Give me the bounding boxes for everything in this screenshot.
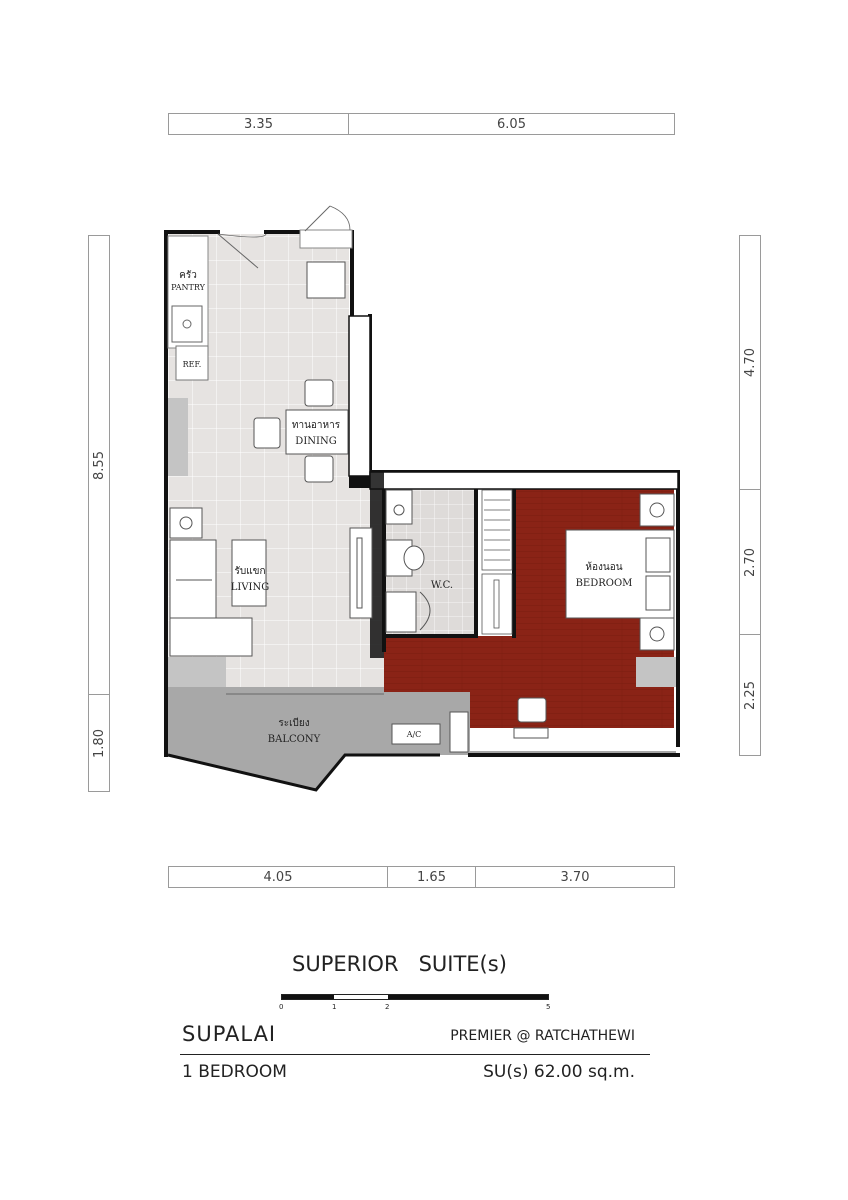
- tv-screen: [356, 537, 363, 609]
- bottom-dimension-bar: 4.05 1.65 3.70: [168, 866, 675, 888]
- column: [636, 657, 676, 687]
- wc-label: W.C.: [431, 580, 453, 591]
- right-dimension-2: 2.70: [740, 490, 760, 635]
- unit-type-title: SUPERIOR SUITE(s): [292, 952, 507, 976]
- bed: [565, 493, 675, 651]
- bedroom-label-en: BEDROOM: [576, 578, 633, 589]
- scale-label-2: 2: [385, 1003, 390, 1011]
- dining-label-en: DINING: [295, 436, 336, 447]
- ac-label: A/C: [406, 730, 422, 739]
- wardrobe: [481, 489, 513, 635]
- dining-set: [253, 261, 349, 483]
- wall-segment: [370, 472, 384, 658]
- scale-bar: [281, 994, 549, 1000]
- left-dimension-1: 8.55: [89, 236, 109, 695]
- balcony-label-th: ระเบียง: [278, 717, 309, 729]
- refrigerator: [175, 345, 209, 381]
- right-dimension-1: 4.70: [740, 236, 760, 490]
- brand-name: SUPALAI: [182, 1022, 277, 1046]
- living-set: [169, 507, 267, 657]
- project-name: PREMIER @ RATCHATHEWI: [450, 1028, 635, 1044]
- title-divider: [180, 1054, 650, 1055]
- service-shaft: [449, 711, 469, 753]
- wall-segment: [348, 315, 371, 477]
- wall-segment: [369, 471, 679, 490]
- living-label-th: รับแขก: [234, 566, 265, 577]
- bottom-dimension-2: 1.65: [388, 867, 476, 887]
- living-label-en: LIVING: [231, 582, 270, 593]
- pantry-counter: [167, 235, 209, 349]
- top-dimension-1: 3.35: [169, 114, 349, 134]
- ac-unit: [391, 723, 441, 745]
- top-dimension-bar: 3.35 6.05: [168, 113, 675, 135]
- balcony-edge: [167, 753, 440, 792]
- balcony-label-en: BALCONY: [268, 734, 321, 745]
- dining-label-th: ทานอาหาร: [292, 420, 341, 431]
- bedroom-label-th: ห้องนอน: [585, 561, 622, 573]
- unit-area: SU(s) 62.00 sq.m.: [483, 1062, 635, 1082]
- pantry-label-th: ครัว: [179, 270, 197, 281]
- desk: [513, 727, 549, 739]
- scale-bar-segment: [282, 995, 334, 999]
- scale-label-1: 1: [332, 1003, 337, 1011]
- bedroom-count: 1 BEDROOM: [182, 1062, 287, 1082]
- bottom-dimension-1: 4.05: [169, 867, 388, 887]
- column: [164, 657, 226, 687]
- wc-fixtures: [385, 489, 431, 633]
- floor-balcony: [166, 687, 470, 790]
- right-dimension-bar: 4.70 2.70 2.25: [739, 235, 761, 756]
- pantry-label-en: PANTRY: [171, 283, 206, 292]
- desk-chair: [517, 697, 547, 723]
- top-dimension-2: 6.05: [497, 116, 526, 132]
- entry-door: [217, 233, 267, 269]
- scale-label-0: 0: [279, 1003, 284, 1011]
- scale-label-5: 5: [546, 1003, 551, 1011]
- wall-segment: [349, 476, 370, 488]
- service-door: [299, 205, 353, 249]
- refrigerator-label: REF.: [183, 360, 202, 369]
- left-dimension-bar: 8.55 1.80: [88, 235, 110, 792]
- scale-bar-segment: [388, 995, 548, 999]
- bottom-dimension-3: 3.70: [560, 869, 590, 885]
